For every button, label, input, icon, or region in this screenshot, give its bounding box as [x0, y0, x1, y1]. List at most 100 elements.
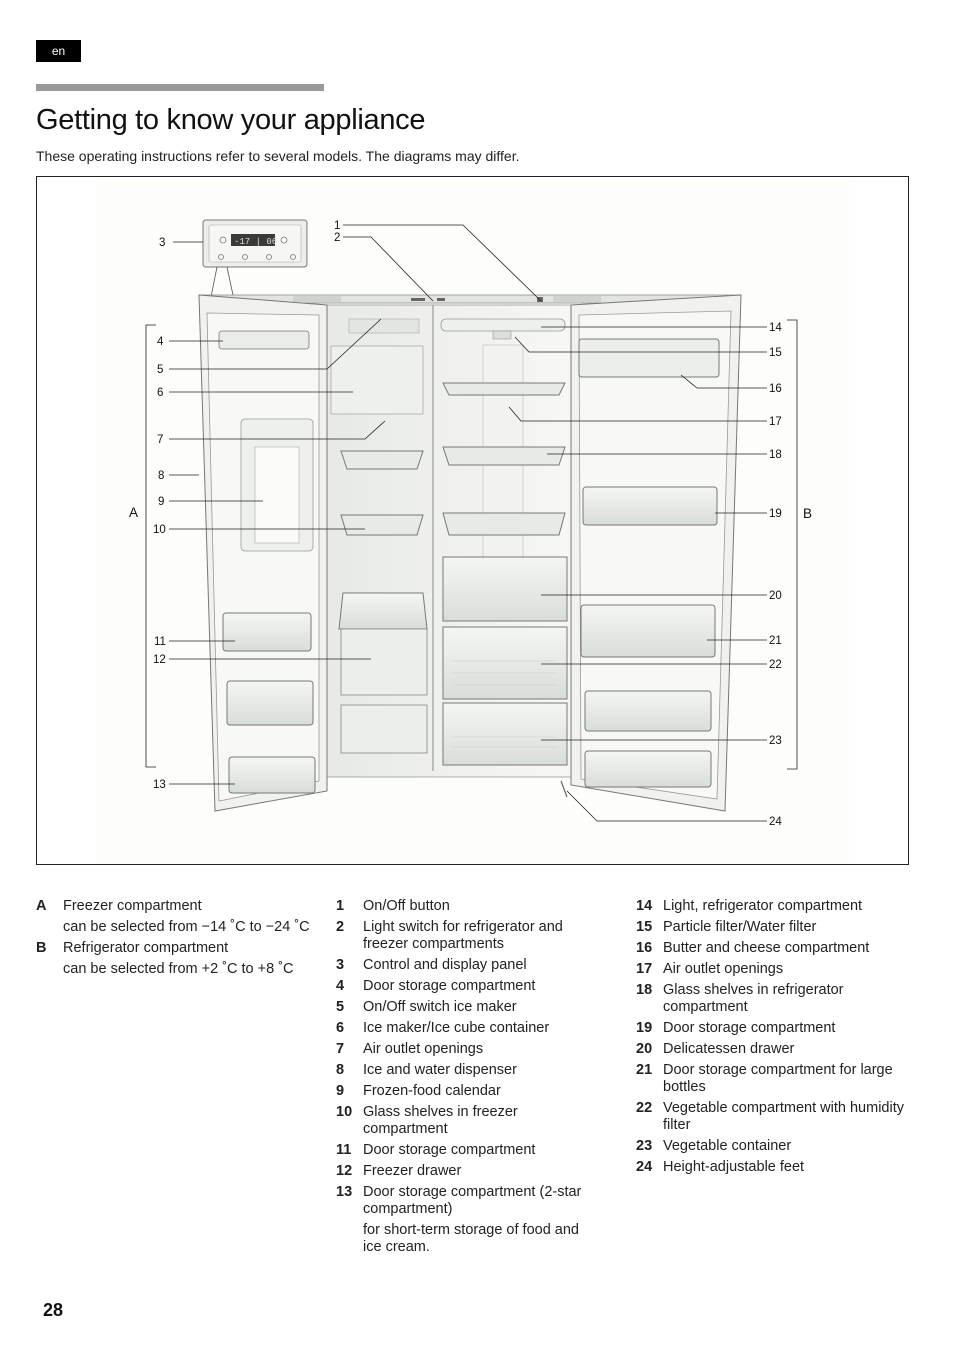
- legend-parts-1: 1 On/Off button 2 Light switch for refrige…: [336, 898, 586, 1260]
- callout-A: A: [129, 505, 138, 520]
- legend-item: 2 Light switch for refrigerator and freez…: [336, 919, 586, 953]
- legend-note: for short-term storage of food and ice c…: [363, 1222, 579, 1255]
- legend-number: 15: [636, 919, 653, 935]
- callout-7: 7: [157, 434, 163, 446]
- intro-text: These operating instructions refer to se…: [36, 148, 520, 164]
- legend-number: 24: [636, 1159, 653, 1175]
- legend-number: 9: [336, 1083, 345, 1099]
- legend-number: 23: [636, 1138, 653, 1154]
- legend-number: 3: [336, 957, 345, 973]
- legend-item: 6 Ice maker/Ice cube container: [336, 1020, 586, 1037]
- callout-18: 18: [769, 449, 782, 461]
- legend-item: 17 Air outlet openings: [636, 961, 926, 978]
- legend-label: Door storage compartment: [363, 978, 536, 994]
- legend-item: 1 On/Off button: [336, 898, 586, 915]
- legend-item: 24 Height-adjustable feet: [636, 1159, 926, 1176]
- legend-label: Glass shelves in freezer compartment: [363, 1104, 518, 1137]
- legend-label: Freezer compartment: [63, 898, 202, 914]
- legend-number: 8: [336, 1062, 345, 1078]
- legend-label: Door storage compartment: [363, 1142, 536, 1158]
- legend-key: B: [36, 940, 47, 956]
- legend-zones: A Freezer compartment can be selected fr…: [36, 898, 316, 982]
- legend-label: Door storage compartment for large bottl…: [663, 1062, 893, 1095]
- legend-item: 9 Frozen-food calendar: [336, 1083, 586, 1100]
- legend-label: Light, refrigerator compartment: [663, 898, 863, 914]
- legend-item: 7 Air outlet openings: [336, 1041, 586, 1058]
- legend-label: Glass shelves in refrigerator compartmen…: [663, 982, 844, 1015]
- callout-24: 24: [769, 816, 782, 828]
- legend-label: Air outlet openings: [363, 1041, 484, 1057]
- legend-parts-2: 14 Light, refrigerator compartment 15 Part…: [636, 898, 926, 1180]
- callout-23: 23: [769, 735, 782, 747]
- callout-6: 6: [157, 387, 163, 399]
- callout-14: 14: [769, 322, 782, 334]
- legend-label: Height-adjustable feet: [663, 1159, 805, 1175]
- callout-20: 20: [769, 590, 782, 602]
- legend-number: 22: [636, 1100, 653, 1116]
- legend-label: Refrigerator compartment: [63, 940, 229, 956]
- callout-B: B: [803, 506, 812, 521]
- legend-label: Delicatessen drawer: [663, 1041, 795, 1057]
- callout-15: 15: [769, 347, 782, 359]
- legend-number: 2: [336, 919, 345, 935]
- callout-9: 9: [158, 496, 164, 508]
- legend-label: Butter and cheese compartment: [663, 940, 870, 956]
- legend-number: 17: [636, 961, 653, 977]
- legend-number: 14: [636, 898, 653, 914]
- legend-number: 21: [636, 1062, 653, 1078]
- callout-leaders: [145, 224, 798, 822]
- legend-number: 1: [336, 898, 345, 914]
- legend-label: Light switch for refrigerator and freeze…: [363, 919, 563, 952]
- legend-item: 4 Door storage compartment: [336, 978, 586, 995]
- page-number: 28: [43, 1300, 64, 1320]
- page-title: Getting to know your appliance: [36, 104, 426, 136]
- callout-21: 21: [769, 635, 782, 647]
- callout-16: 16: [769, 383, 782, 395]
- callout-5: 5: [157, 364, 163, 376]
- legend-label: Control and display panel: [363, 957, 527, 973]
- refrigerator-body: [198, 294, 742, 812]
- callout-22: 22: [769, 659, 782, 671]
- legend-zone-a: A Freezer compartment: [36, 898, 316, 915]
- callout-12: 12: [153, 654, 166, 666]
- legend-number: 4: [336, 978, 345, 994]
- legend-item: 23 Vegetable container: [636, 1138, 926, 1155]
- control-panel: -17 | 06: [202, 219, 308, 298]
- callout-3: 3: [159, 237, 165, 249]
- legend-label: Vegetable compartment with humidity filt…: [663, 1100, 904, 1133]
- legend-number: 6: [336, 1020, 345, 1036]
- legend-item: 15 Particle filter/Water filter: [636, 919, 926, 936]
- callout-1: 1: [334, 220, 340, 232]
- legend-item: 22 Vegetable compartment with humidity fi…: [636, 1100, 926, 1134]
- legend-label: On/Off switch ice maker: [363, 999, 517, 1015]
- legend-label: Door storage compartment: [663, 1020, 836, 1036]
- fridge-illustration: -17 | 06: [97, 179, 849, 864]
- legend-label: Frozen-food calendar: [363, 1083, 501, 1099]
- legend-number: 12: [336, 1163, 353, 1179]
- legend-item: 10 Glass shelves in freezer compartment: [336, 1104, 586, 1138]
- legend-label: Vegetable container: [663, 1138, 792, 1154]
- control-panel-display: -17 | 06: [234, 237, 277, 247]
- legend-label: On/Off button: [363, 898, 450, 914]
- legend-label: Particle filter/Water filter: [663, 919, 817, 935]
- legend-item: 18 Glass shelves in refrigerator compartm…: [636, 982, 926, 1016]
- legend-number: 7: [336, 1041, 345, 1057]
- legend-label: Air outlet openings: [663, 961, 784, 977]
- legend-number: 19: [636, 1020, 653, 1036]
- section-rule: [36, 84, 324, 91]
- legend-number: 18: [636, 982, 653, 998]
- legend-key: A: [36, 898, 47, 914]
- legend-number: 10: [336, 1104, 353, 1120]
- legend-label: Door storage compartment (2-star compart…: [363, 1184, 582, 1217]
- appliance-diagram: -17 | 06: [36, 176, 909, 865]
- legend-number: 20: [636, 1041, 653, 1057]
- callout-19: 19: [769, 508, 782, 520]
- callout-10: 10: [153, 524, 166, 536]
- legend-item: 21 Door storage compartment for large bot…: [636, 1062, 926, 1096]
- legend-label: Ice maker/Ice cube container: [363, 1020, 550, 1036]
